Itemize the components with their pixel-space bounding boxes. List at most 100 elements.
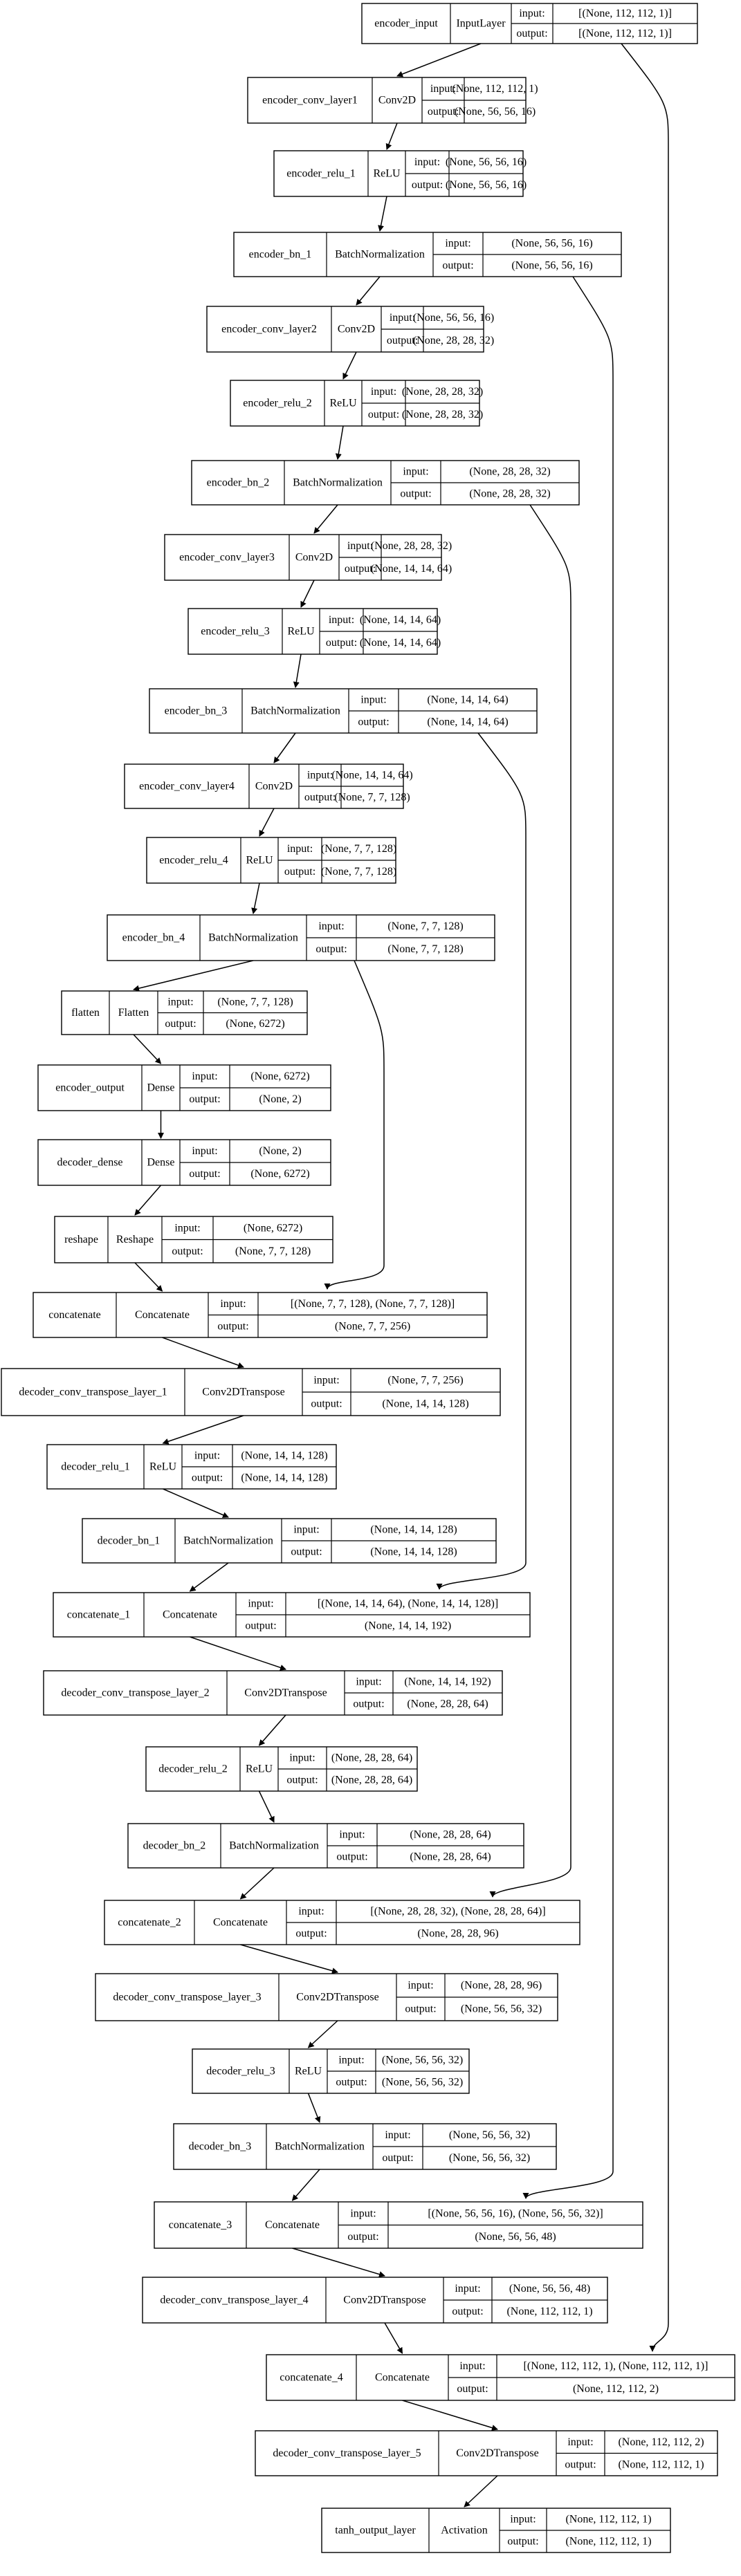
input-shape: (None, 14, 14, 64) <box>331 770 412 781</box>
input-label: input: <box>414 156 440 168</box>
output-shape: (None, 7, 7, 128) <box>334 792 410 804</box>
layer-type: Flatten <box>118 1007 149 1019</box>
edge-encoder-relu-3-to-encoder-bn-3 <box>293 654 302 688</box>
output-shape: (None, 14, 14, 128) <box>370 1546 457 1558</box>
output-label: output: <box>516 28 547 39</box>
edge-encoder-bn-4-to-flatten <box>133 960 254 992</box>
layer-type: ReLU <box>287 626 315 638</box>
output-label: output: <box>172 1245 203 1257</box>
edge-concatenate-to-decoder-conv-transpose-layer-1 <box>162 1337 244 1369</box>
output-label: output: <box>428 106 459 118</box>
layer-type: Conv2DTranspose <box>244 1687 327 1699</box>
input-shape: [(None, 112, 112, 1), (None, 112, 112, 1… <box>524 2360 708 2372</box>
layer-name: concatenate_4 <box>280 2372 343 2384</box>
input-shape: (None, 28, 28, 32) <box>371 540 452 552</box>
output-shape: (None, 112, 112, 2) <box>573 2383 659 2395</box>
layer-name: encoder_conv_layer2 <box>221 324 317 335</box>
output-label: output: <box>507 2536 538 2548</box>
output-label: output: <box>245 1620 276 1632</box>
edge-concatenate-2-to-decoder-conv-transpose-layer-3 <box>240 1944 338 1974</box>
edge-encoder-relu-2-to-encoder-bn-2 <box>335 425 344 460</box>
layer-name: concatenate_1 <box>67 1609 131 1621</box>
input-label: input: <box>430 83 456 95</box>
input-shape: (None, 7, 7, 256) <box>387 1375 463 1387</box>
layer-type: Reshape <box>116 1234 154 1245</box>
input-label: input: <box>390 312 415 324</box>
layer-type: ReLU <box>329 398 357 409</box>
layer-name: decoder_bn_2 <box>143 1840 206 1852</box>
layer-name: decoder_conv_transpose_layer_3 <box>113 1992 261 2003</box>
layer-name: tanh_output_layer <box>335 2525 416 2537</box>
output-label: output: <box>336 1851 367 1863</box>
input-shape: (None, 28, 28, 64) <box>410 1829 491 1841</box>
edge-concatenate-4-to-decoder-conv-transpose-layer-5 <box>402 2400 498 2431</box>
layer-name: decoder_bn_1 <box>98 1535 161 1547</box>
output-shape: (None, 112, 112, 1) <box>506 2306 592 2317</box>
edge-encoder-bn-1-to-encoder-conv-layer2 <box>356 276 381 306</box>
input-label: input: <box>293 1524 319 1536</box>
edge-decoder-conv-transpose-layer-4-to-concatenate-4 <box>384 2322 403 2354</box>
output-shape: (None, 28, 28, 64) <box>331 1775 412 1786</box>
input-shape: (None, 56, 56, 32) <box>449 2129 530 2141</box>
output-label: output: <box>452 2306 483 2317</box>
layer-type: Conv2DTranspose <box>343 2295 426 2306</box>
edge-encoder-conv-layer1-to-encoder-relu-1 <box>385 122 398 150</box>
input-label: input: <box>313 1375 339 1387</box>
input-label: input: <box>385 2129 410 2141</box>
output-shape: (None, 28, 28, 64) <box>410 1851 491 1863</box>
output-shape: (None, 2) <box>259 1093 301 1105</box>
layer-type: Concatenate <box>375 2372 430 2384</box>
output-shape: (None, 56, 56, 32) <box>461 2003 542 2015</box>
output-shape: (None, 6272) <box>226 1018 284 1030</box>
layer-name: encoder_relu_4 <box>159 855 228 867</box>
output-label: output: <box>368 409 399 420</box>
layer-type: ReLU <box>295 2066 322 2077</box>
edge-encoder-bn-1-to-concatenate-3 <box>522 276 614 2199</box>
layer-type: BatchNormalization <box>229 1840 319 1852</box>
layer-name: encoder_conv_layer3 <box>179 552 275 564</box>
layer-type: ReLU <box>246 855 273 867</box>
input-shape: (None, 112, 112, 2) <box>618 2436 704 2448</box>
input-label: input: <box>289 1752 315 1764</box>
edge-encoder-input-to-encoder-conv-layer1 <box>396 43 482 77</box>
layer-name: encoder_output <box>55 1082 125 1094</box>
layer-type: Dense <box>147 1082 175 1094</box>
output-label: output: <box>457 2383 488 2395</box>
layer-type: Conv2DTranspose <box>296 1992 378 2003</box>
output-label: output: <box>311 1398 342 1410</box>
input-label: input: <box>360 694 386 706</box>
input-label: input: <box>371 386 396 398</box>
layer-name: decoder_relu_1 <box>61 1461 130 1473</box>
input-label: input: <box>287 843 313 855</box>
layer-name: encoder_conv_layer1 <box>262 95 358 106</box>
output-label: output: <box>192 1472 223 1484</box>
layer-type: InputLayer <box>456 18 506 30</box>
edge-reshape-to-concatenate <box>134 1262 163 1292</box>
output-label: output: <box>286 1775 318 1786</box>
input-label: input: <box>519 8 545 19</box>
edge-concatenate-1-to-decoder-conv-transpose-layer-2 <box>190 1636 286 1671</box>
input-label: input: <box>194 1450 220 1462</box>
input-label: input: <box>338 2055 364 2066</box>
output-shape: (None, 28, 28, 64) <box>407 1698 488 1710</box>
layer-name: encoder_input <box>374 18 438 30</box>
layer-type: BatchNormalization <box>208 932 298 944</box>
layer-node-concatenate-4: concatenate_4 Concatenate input: output: [(N… <box>266 2354 735 2401</box>
layer-type: Conv2DTranspose <box>456 2447 538 2459</box>
output-shape: (None, 28, 28, 96) <box>417 1928 498 1940</box>
input-label: input: <box>510 2514 536 2526</box>
output-label: output: <box>387 335 418 346</box>
input-label: input: <box>459 2360 485 2372</box>
output-label: output: <box>347 2231 378 2243</box>
